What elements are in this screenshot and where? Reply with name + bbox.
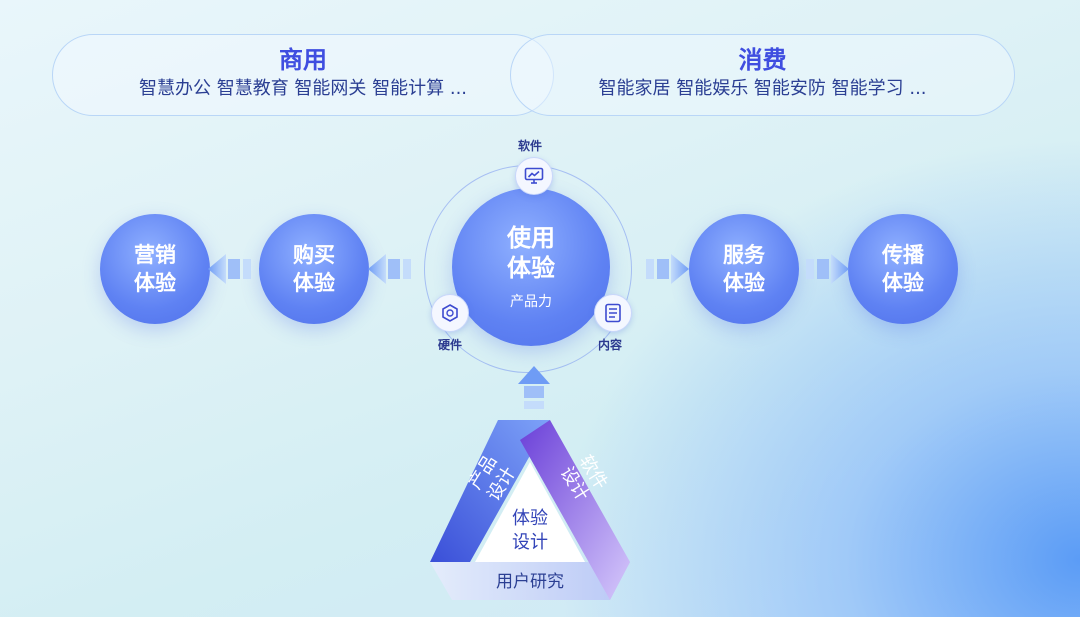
content-badge [594, 294, 632, 332]
marketing-line1: 营销 [134, 243, 176, 267]
arrow-up-to-usage [518, 366, 550, 409]
arrow-to-marketing [208, 254, 251, 284]
consumer-items: 智能家居 智能娱乐 智能安防 智能学习 ... [598, 78, 927, 99]
spread-line2: 体验 [882, 271, 924, 295]
software-badge [515, 157, 553, 195]
service-line2: 体验 [723, 271, 765, 295]
hexagon-chip-icon [442, 304, 458, 322]
usage-line2: 体验 [507, 254, 555, 282]
user-research-label: 用户研究 [496, 572, 564, 592]
consumer-segment: 消费 智能家居 智能娱乐 智能安防 智能学习 ... [510, 34, 1015, 116]
hardware-badge [431, 294, 469, 332]
center-line2: 设计 [512, 532, 548, 553]
marketing-experience-node: 营销 体验 [100, 214, 210, 324]
arrow-to-spread [806, 254, 849, 284]
marketing-line2: 体验 [134, 271, 176, 295]
experience-design-triangle [430, 420, 630, 600]
hardware-label: 硬件 [438, 338, 463, 352]
software-label: 软件 [518, 139, 543, 153]
content-label: 内容 [598, 338, 623, 352]
document-icon [605, 303, 621, 323]
monitor-chart-icon [524, 167, 544, 184]
commercial-title: 商用 [279, 46, 327, 74]
center-line1: 体验 [512, 508, 548, 529]
product-power-caption: 产品力 [510, 294, 552, 310]
usage-experience-node: 使用 体验 产品力 [452, 188, 610, 346]
commercial-segment: 商用 智慧办公 智慧教育 智能网关 智能计算 ... [52, 34, 554, 116]
purchase-experience-node: 购买 体验 [259, 214, 369, 324]
arrow-to-service [646, 254, 689, 284]
spread-line1: 传播 [882, 243, 924, 267]
service-experience-node: 服务 体验 [689, 214, 799, 324]
arrow-to-purchase [368, 254, 411, 284]
usage-line1: 使用 [507, 224, 555, 252]
purchase-line2: 体验 [293, 271, 335, 295]
commercial-items: 智慧办公 智慧教育 智能网关 智能计算 ... [138, 78, 468, 99]
purchase-line1: 购买 [293, 243, 335, 267]
consumer-title: 消费 [738, 46, 787, 74]
experience-design-center: 体验 设计 [480, 507, 580, 555]
spread-experience-node: 传播 体验 [848, 214, 958, 324]
service-line1: 服务 [723, 243, 765, 267]
